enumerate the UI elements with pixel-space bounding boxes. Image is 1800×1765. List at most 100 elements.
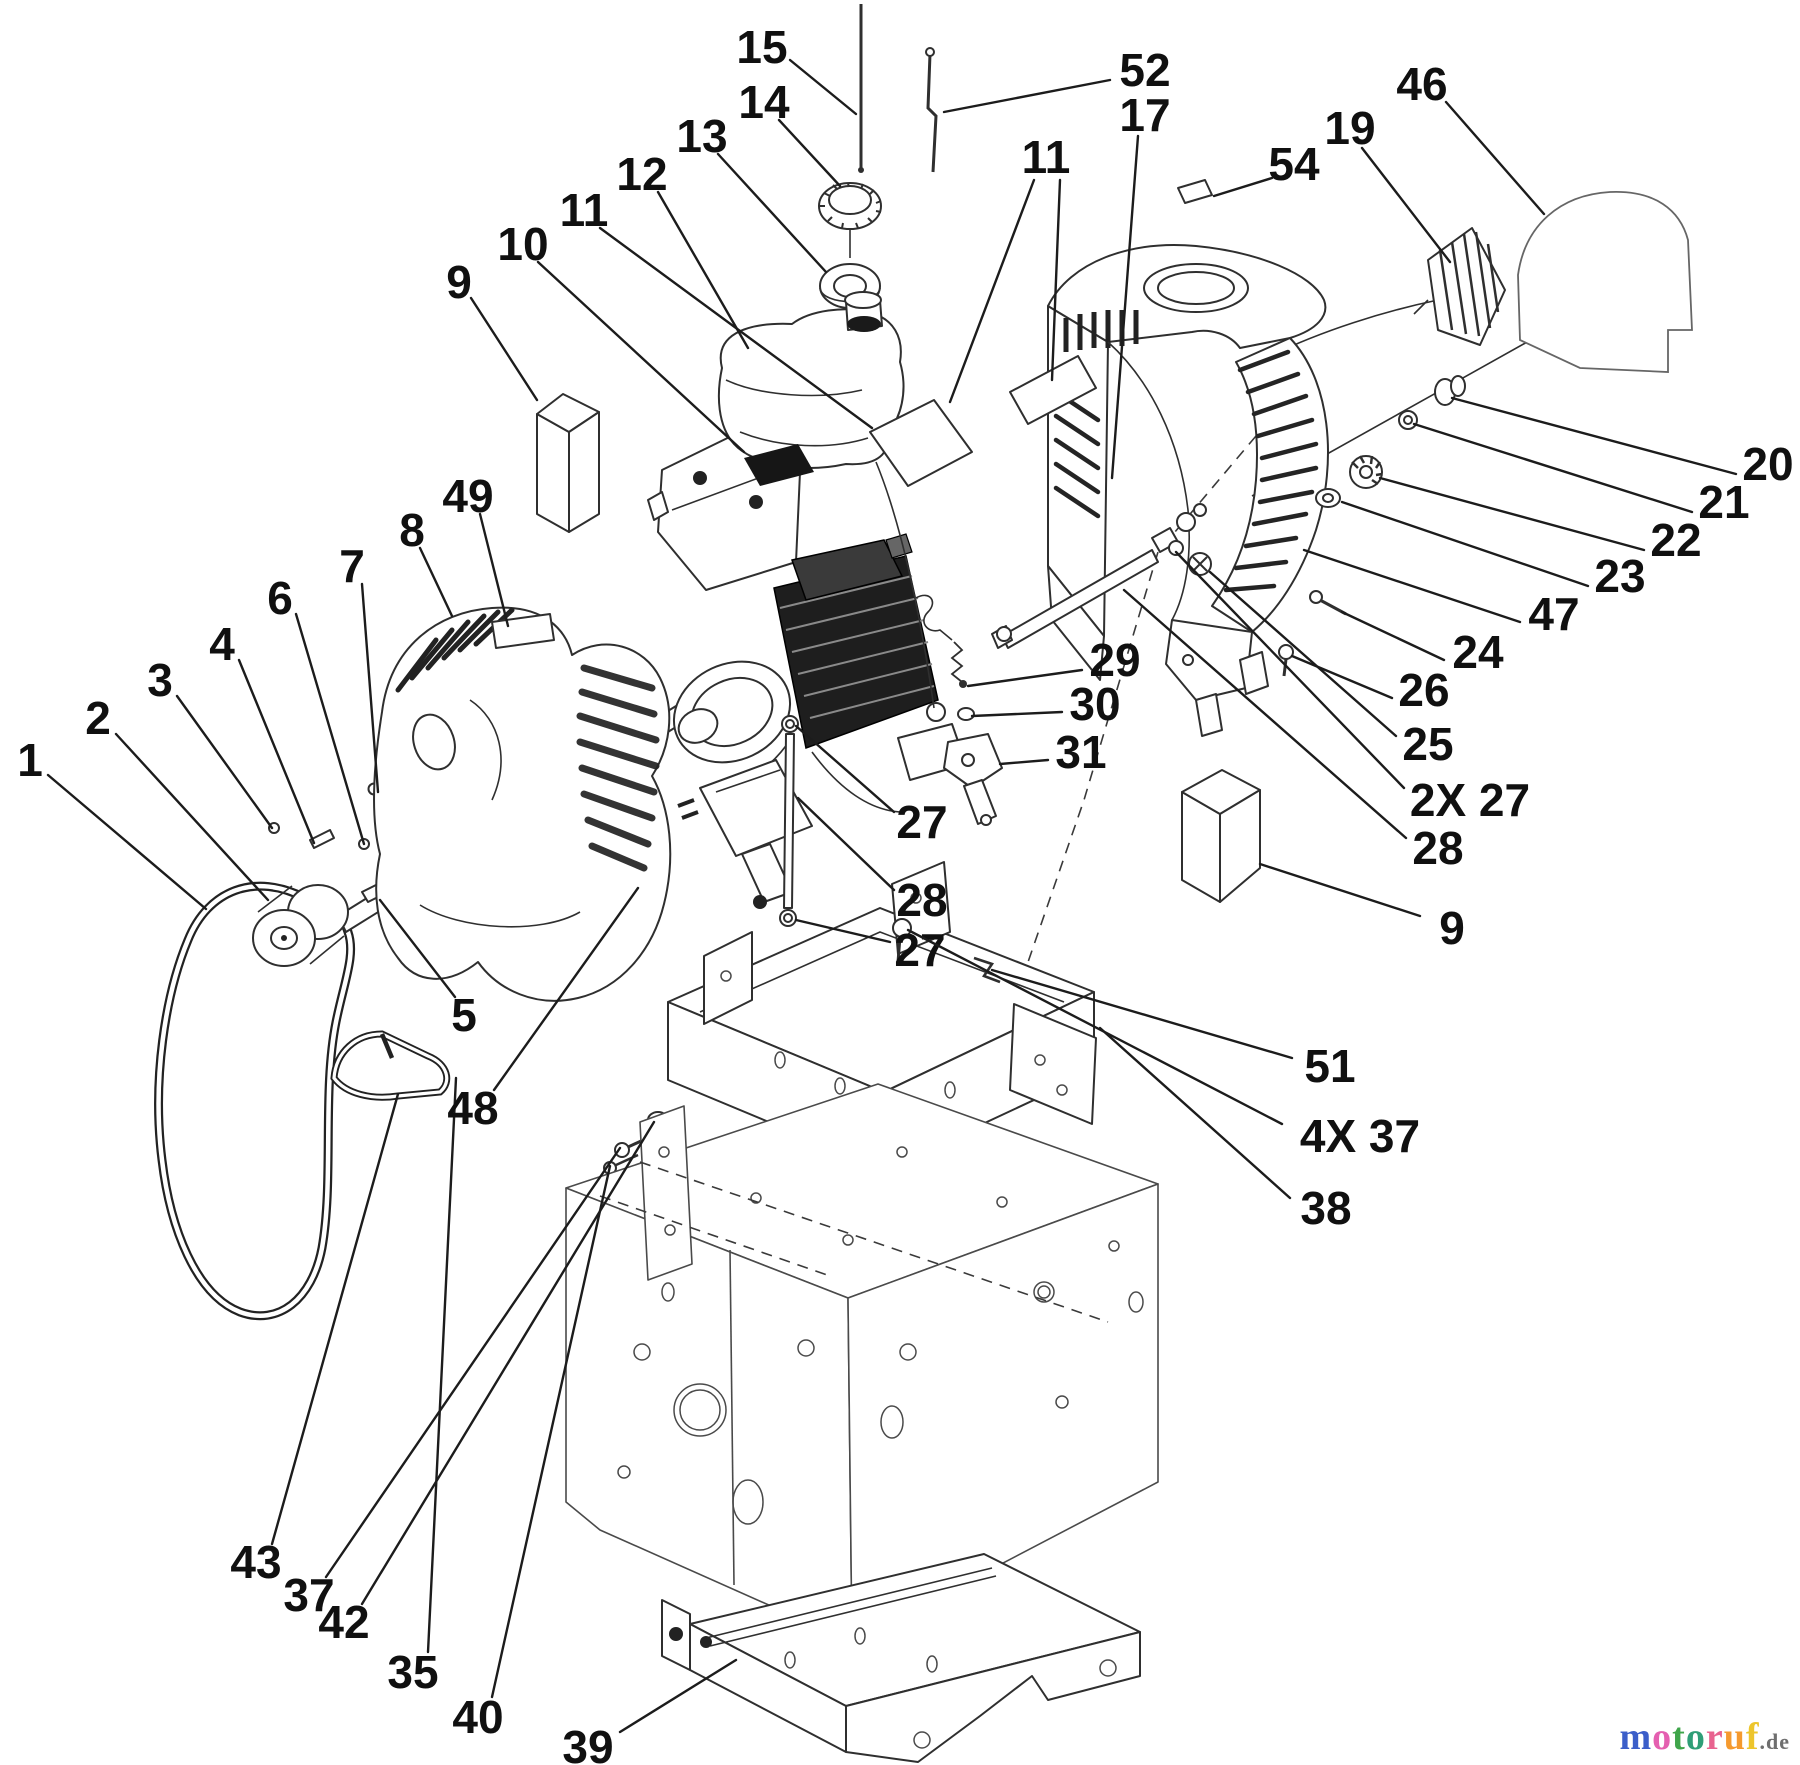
callout-label-9: 9 xyxy=(446,256,472,308)
muffler-bolt xyxy=(693,471,707,485)
wire-prong xyxy=(379,1033,395,1059)
pulley-edge xyxy=(309,935,345,965)
fuel-tank-12 xyxy=(717,308,905,469)
foam-block-left xyxy=(536,393,600,533)
frame-oval-hole xyxy=(880,1405,904,1439)
callout-label-23: 23 xyxy=(1594,550,1645,602)
frame-upright-plate xyxy=(639,1105,693,1281)
dipstick-tip xyxy=(858,167,864,173)
nut-27-lower-inner xyxy=(783,913,793,923)
callout-leader-17 xyxy=(1110,134,1140,480)
cable-zbend xyxy=(915,594,953,641)
cover-oval-opening xyxy=(412,713,456,771)
callout-leader-20 xyxy=(1450,396,1738,476)
throttle-linkage-group xyxy=(915,503,1207,826)
frame-oval-hole xyxy=(1128,1291,1144,1313)
bottom-bracket-group xyxy=(661,1553,1141,1763)
watermark-letter: o xyxy=(1685,1716,1706,1758)
bracket-rod-bolt xyxy=(700,1636,712,1648)
clip-part-51 xyxy=(973,956,1001,984)
muffler-tab xyxy=(647,491,669,521)
bushing-part-20-end xyxy=(1450,375,1466,397)
ignition-coil xyxy=(699,759,813,857)
callout-leader-31 xyxy=(998,758,1050,766)
rod-fitting xyxy=(1176,512,1196,532)
callout-label-40: 40 xyxy=(452,1691,503,1743)
callout-leader-13 xyxy=(716,152,828,274)
callout-label-2: 2 xyxy=(85,692,111,744)
callout-label-4X-37: 4X 37 xyxy=(1300,1110,1420,1162)
nut-27-upper-inner xyxy=(785,719,795,729)
screw-part-24-head xyxy=(1309,590,1323,604)
callout-leader-47 xyxy=(1302,548,1522,624)
callout-leader-28 xyxy=(1122,588,1408,840)
tab-hole xyxy=(910,892,922,904)
housing-lower-plate xyxy=(1047,565,1105,681)
bracket-slot xyxy=(854,1627,866,1645)
tab-hole xyxy=(720,970,732,982)
bolt-4x37-shaft xyxy=(896,936,902,963)
callout-leader-2 xyxy=(114,732,270,902)
callout-label-28: 28 xyxy=(1412,822,1463,874)
engine-assembly xyxy=(672,461,967,813)
arm-louvers xyxy=(1223,349,1319,593)
frame-hole-inner xyxy=(1037,1285,1051,1299)
frame-top-hole xyxy=(896,1146,908,1158)
foam-side xyxy=(568,411,600,533)
wall-hole xyxy=(944,1081,956,1099)
housing-tab xyxy=(1239,651,1269,695)
frame-fold-line xyxy=(729,1249,735,1586)
callout-label-21: 21 xyxy=(1698,476,1749,528)
callout-label-19: 19 xyxy=(1324,102,1375,154)
decal-part-11-housing xyxy=(1009,355,1097,425)
callout-leader-27 xyxy=(794,724,896,814)
watermark-letter: t xyxy=(1672,1716,1686,1758)
callout-label-37: 37 xyxy=(283,1569,334,1621)
bracket-slot xyxy=(784,1651,796,1669)
mounting-stud-28 xyxy=(783,733,795,909)
frame-big-hole-inner xyxy=(679,1389,721,1431)
callout-label-24: 24 xyxy=(1452,626,1504,678)
recoil-opening-inner xyxy=(1157,271,1235,305)
mount-box-flange xyxy=(1009,1003,1097,1125)
callout-label-14: 14 xyxy=(738,76,790,128)
pulley-edge xyxy=(257,885,293,913)
lever-arm xyxy=(963,779,997,825)
bolt-part-26-stem xyxy=(1282,658,1288,677)
starter-handle-group xyxy=(1413,227,1506,346)
callout-leader-6 xyxy=(294,612,366,846)
chip-part-54 xyxy=(1177,179,1213,204)
callout-label-49: 49 xyxy=(442,470,493,522)
wall-hole xyxy=(834,1077,846,1095)
callout-label-11: 11 xyxy=(560,184,609,236)
handle-ribs xyxy=(1438,231,1500,337)
callout-label-38: 38 xyxy=(1300,1182,1351,1234)
callout-label-3: 3 xyxy=(147,654,173,706)
callout-leader-11 xyxy=(1050,178,1062,382)
callout-label-31: 31 xyxy=(1055,726,1106,778)
lever-hole xyxy=(961,753,975,767)
cover-contour xyxy=(469,699,502,801)
crankshaft-hub xyxy=(677,708,719,744)
callout-leader-23 xyxy=(1340,500,1590,588)
cover-seam xyxy=(419,904,581,928)
frame-hole xyxy=(1055,1395,1069,1409)
rod-part-52 xyxy=(926,53,938,173)
callout-leader-15 xyxy=(788,58,858,116)
callout-label-5: 5 xyxy=(451,989,477,1041)
frame-weldment xyxy=(565,1083,1159,1643)
flange-hole xyxy=(1034,1054,1046,1066)
callout-label-39: 39 xyxy=(562,1721,613,1765)
callout-label-20: 20 xyxy=(1742,438,1793,490)
watermark-logo: motoruf.de xyxy=(1620,1715,1790,1759)
callout-label-54: 54 xyxy=(1268,138,1320,190)
bracket-hole xyxy=(913,1731,931,1749)
callout-leader-10 xyxy=(536,260,746,454)
callout-label-46: 46 xyxy=(1396,58,1447,110)
ratchet-hub xyxy=(1359,465,1373,479)
frame-top-hole xyxy=(996,1196,1008,1208)
callout-label-43: 43 xyxy=(230,1536,281,1588)
bracket-rod xyxy=(705,1567,993,1639)
